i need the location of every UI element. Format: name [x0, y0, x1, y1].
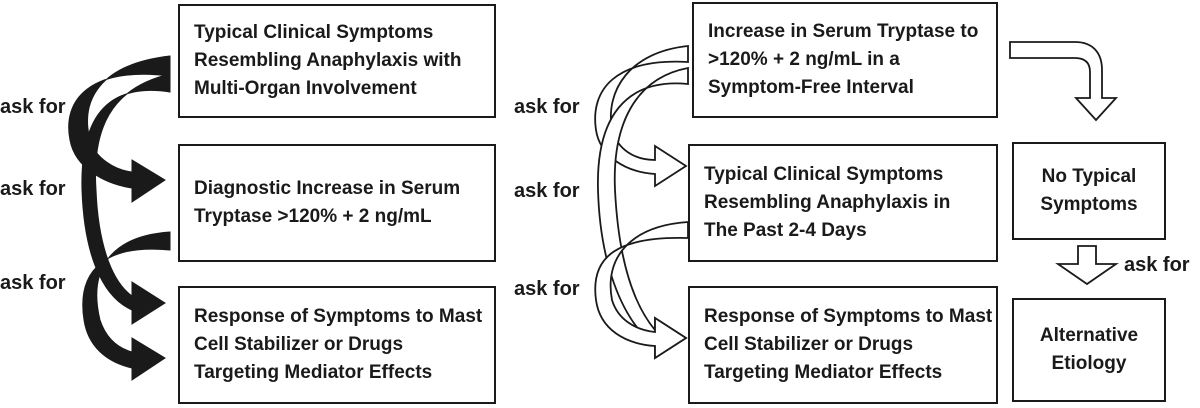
hollow-bent-arrow-to-no-symptoms — [1009, 41, 1119, 122]
filled-curved-arrow-2-3 — [82, 231, 171, 381]
right-box-alternative-etiology: Alternative Etiology — [1012, 298, 1166, 402]
right-ask-for-label: ask for — [1124, 254, 1190, 276]
left-ask-for-label-1: ask for — [0, 96, 66, 118]
middle-box-1-text: Increase in Serum Tryptase to >120% + 2 … — [708, 21, 979, 98]
hollow-curved-arrow-2-3 — [594, 221, 689, 360]
left-box-serum-tryptase: Diagnostic Increase in Serum Tryptase >1… — [178, 144, 496, 262]
left-ask-for-label-3: ask for — [0, 272, 66, 294]
left-box-response: Response of Symptoms to Mast Cell Stabil… — [178, 286, 496, 404]
left-box-2-text: Diagnostic Increase in Serum Tryptase >1… — [194, 178, 461, 227]
middle-box-3-text: Response of Symptoms to Mast Cell Stabil… — [704, 306, 993, 383]
right-box-1-text: No Typical Symptoms — [1040, 166, 1138, 215]
right-box-2-text: Alternative Etiology — [1039, 325, 1139, 374]
middle-ask-for-label-2: ask for — [514, 180, 580, 202]
left-box-1-text: Typical Clinical Symptoms Resembling Ana… — [194, 22, 462, 99]
middle-box-2-text: Typical Clinical Symptoms Resembling Ana… — [704, 164, 951, 241]
middle-ask-for-label-1: ask for — [514, 96, 580, 118]
middle-ask-for-label-3: ask for — [514, 278, 580, 300]
left-box-clinical-symptoms: Typical Clinical Symptoms Resembling Ana… — [178, 4, 496, 118]
middle-box-serum-tryptase-interval: Increase in Serum Tryptase to >120% + 2 … — [692, 2, 998, 118]
middle-box-response: Response of Symptoms to Mast Cell Stabil… — [688, 286, 998, 404]
left-ask-for-label-2: ask for — [0, 178, 66, 200]
right-box-no-typical-symptoms: No Typical Symptoms — [1012, 142, 1166, 240]
hollow-curved-arrow-1-2 — [594, 45, 689, 188]
left-filled-arrows — [68, 55, 171, 381]
middle-hollow-arrows — [594, 45, 689, 360]
left-box-3-text: Response of Symptoms to Mast Cell Stabil… — [194, 306, 483, 383]
hollow-down-arrow — [1055, 245, 1119, 286]
middle-box-clinical-symptoms-past: Typical Clinical Symptoms Resembling Ana… — [688, 144, 998, 262]
